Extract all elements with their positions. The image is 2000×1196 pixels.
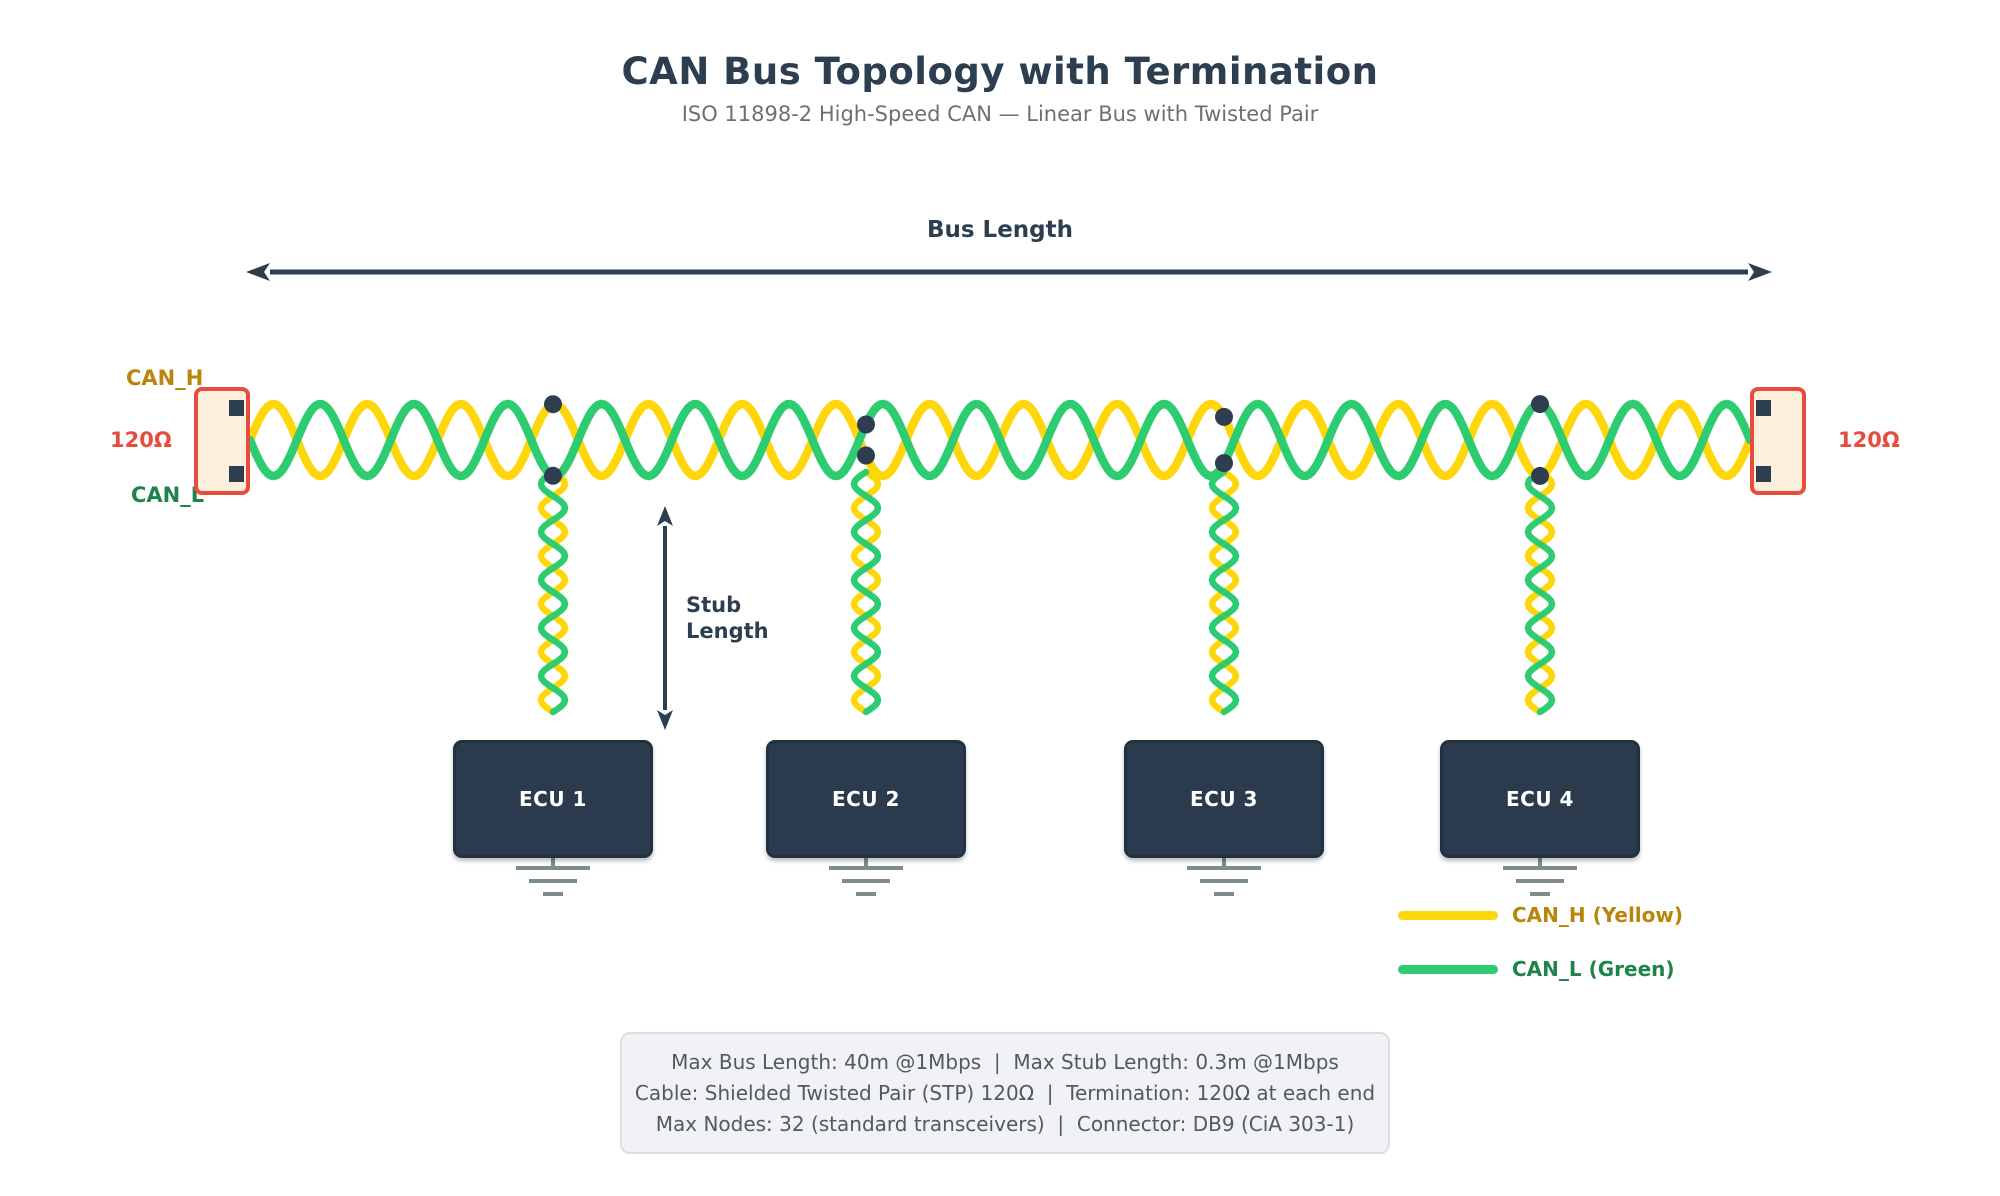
stub-wire-can-l-1 — [537, 468, 569, 716]
spec-line: Max Bus Length: 40m @1Mbps | Max Stub Le… — [671, 1050, 1339, 1074]
can-h-line-swatch-icon — [1398, 910, 1498, 920]
bus-wire-can-l — [245, 399, 1755, 481]
junction-dot-icon — [857, 415, 875, 434]
stub-junction-3 — [1215, 407, 1233, 473]
termination-left-value: 120Ω — [110, 428, 172, 452]
stub-wire-can-l-2 — [850, 468, 882, 716]
ecu-node-3: ECU 3 — [1124, 740, 1324, 858]
can-l-line-swatch-icon — [1398, 964, 1498, 974]
junction-dot-icon — [1531, 466, 1549, 485]
ecu-label: ECU 4 — [1506, 787, 1574, 811]
terminal-pin-icon — [1756, 400, 1771, 416]
ground-symbol-icon — [1187, 852, 1261, 896]
ground-symbol-icon — [829, 852, 903, 896]
junction-dot-icon — [1215, 407, 1233, 426]
ground-symbol-icon — [516, 852, 590, 896]
terminal-pin-icon — [229, 466, 244, 482]
page-subtitle: ISO 11898-2 High-Speed CAN — Linear Bus … — [681, 102, 1319, 126]
termination-resistor-right — [1750, 387, 1806, 495]
junction-dot-icon — [544, 466, 562, 485]
terminal-pin-icon — [1756, 466, 1771, 482]
ecu-node-4: ECU 4 — [1440, 740, 1640, 858]
legend-label-can-l: CAN_L (Green) — [1512, 957, 1675, 981]
legend-item-can-h: CAN_H (Yellow) — [1398, 903, 1683, 927]
ground-symbol-icon — [1503, 852, 1577, 896]
ecu-label: ECU 3 — [1190, 787, 1258, 811]
stub-wire-can-l-4 — [1524, 468, 1556, 716]
termination-resistor-left — [194, 387, 250, 495]
legend-label-can-h: CAN_H (Yellow) — [1512, 903, 1684, 927]
can-h-wire-label: CAN_H — [126, 366, 204, 390]
spec-note-box: Max Bus Length: 40m @1Mbps | Max Stub Le… — [620, 1032, 1390, 1154]
stub-junction-4 — [1531, 395, 1549, 485]
spec-line: Cable: Shielded Twisted Pair (STP) 120Ω … — [634, 1081, 1376, 1105]
ecu-node-2: ECU 2 — [766, 740, 966, 858]
stub-junction-1 — [544, 395, 562, 485]
junction-dot-icon — [1215, 454, 1233, 473]
legend-item-can-l: CAN_L (Green) — [1398, 957, 1675, 981]
ecu-label: ECU 2 — [832, 787, 900, 811]
can-l-wire-label: CAN_L — [131, 483, 205, 507]
junction-dot-icon — [544, 395, 562, 414]
junction-dot-icon — [1531, 395, 1549, 414]
ecu-node-1: ECU 1 — [453, 740, 653, 858]
spec-line: Max Nodes: 32 (standard transceivers) | … — [655, 1112, 1355, 1136]
terminal-pin-icon — [229, 400, 244, 416]
stub-wire-can-l-3 — [1208, 468, 1240, 716]
junction-dot-icon — [857, 446, 875, 465]
stub-length-arrow — [657, 506, 673, 730]
page-title: CAN Bus Topology with Termination — [621, 50, 1379, 93]
bus-length-label: Bus Length — [926, 217, 1074, 243]
termination-right-value: 120Ω — [1838, 428, 1900, 452]
ecu-label: ECU 1 — [519, 787, 587, 811]
stub-junction-2 — [857, 415, 875, 465]
stub-length-label: Stub Length — [686, 593, 769, 644]
bus-length-arrow — [246, 263, 1772, 281]
